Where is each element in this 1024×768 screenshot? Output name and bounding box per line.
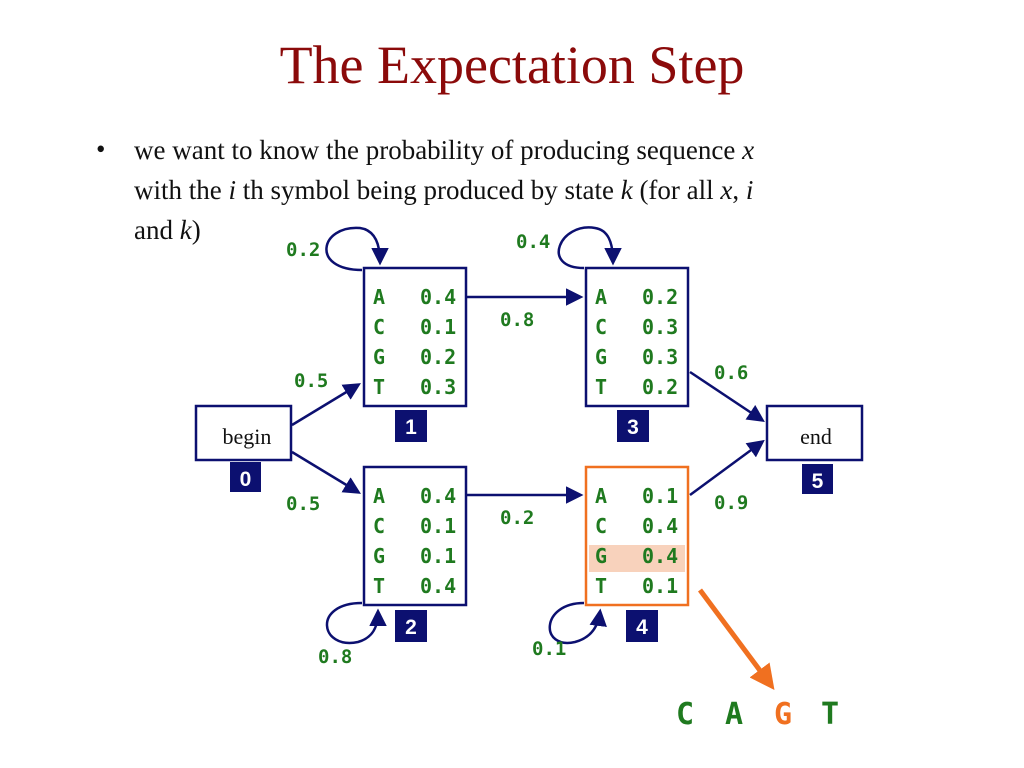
label-begin-to-1: 0.5: [294, 370, 328, 392]
state-4-prob: 0.4: [642, 514, 678, 538]
label-1-to-3: 0.8: [500, 309, 534, 331]
var-k: k: [620, 175, 633, 205]
state-1-number-badge: [395, 410, 427, 442]
state-3-prob: 0.3: [642, 315, 678, 339]
var-i: i: [228, 175, 237, 205]
state-3-symbol: T: [595, 375, 607, 399]
state-4-number: 4: [636, 616, 648, 639]
state-4-symbol: C: [595, 514, 607, 538]
state-3-symbol: G: [595, 345, 607, 369]
self-loop-3: [557, 226, 622, 270]
begin-number: 0: [240, 468, 252, 491]
bullet-text-part: th symbol being produced by state: [236, 175, 621, 205]
state-2-prob: 0.1: [420, 544, 456, 568]
state-2-number-badge: [395, 610, 427, 642]
state-4-number-badge: [626, 610, 658, 642]
end-number: 5: [812, 470, 824, 493]
state-3-number-badge: [617, 410, 649, 442]
label-4-to-end: 0.9: [714, 492, 748, 514]
state-2-box: [362, 465, 468, 607]
bullet-text-part: we want to know the probability of produ…: [134, 135, 743, 165]
state-3-prob: 0.2: [642, 285, 678, 309]
begin-number-badge: [230, 462, 261, 492]
state-3-symbol: A: [595, 285, 607, 309]
arrow-begin-to-1: [291, 383, 361, 427]
end-label: end: [800, 424, 832, 449]
bullet-text: we want to know the probability of produ…: [134, 130, 934, 250]
state-1-prob: 0.2: [420, 345, 456, 369]
state-2-symbol: A: [373, 484, 385, 508]
bullet-dot: •: [96, 134, 106, 164]
self-loop-2: [325, 601, 387, 645]
state-4-symbol: A: [595, 484, 607, 508]
state-2-symbol: G: [373, 544, 385, 568]
self-loop-4: [548, 601, 607, 645]
var-i: i: [745, 175, 754, 205]
state-4-symbol: T: [595, 574, 607, 598]
state-2-prob: 0.1: [420, 514, 456, 538]
slide-title: The Expectation Step: [279, 35, 745, 95]
label-loop-2: 0.8: [318, 646, 352, 668]
var-x: x: [742, 135, 755, 165]
sequence-a: A: [725, 697, 743, 732]
self-loop-1: [325, 226, 389, 272]
state-4-symbol: G: [595, 544, 607, 568]
state-1-number: 1: [405, 416, 417, 439]
begin-label: begin: [223, 424, 272, 449]
state-4-box: [584, 465, 690, 607]
state-4-prob: 0.1: [642, 484, 678, 508]
state-1-prob: 0.1: [420, 315, 456, 339]
state-1-symbol: C: [373, 315, 385, 339]
state-1-symbol: A: [373, 285, 385, 309]
var-x: x: [720, 175, 733, 205]
begin-state: [194, 404, 293, 462]
state-1-prob: 0.4: [420, 285, 456, 309]
state-1-symbol: G: [373, 345, 385, 369]
end-number-badge: [802, 464, 833, 494]
arrow-4-to-end: [689, 439, 765, 497]
state-3-prob: 0.3: [642, 345, 678, 369]
state-3-number: 3: [627, 416, 639, 439]
state-2-symbol: C: [373, 514, 385, 538]
sequence-t: T: [821, 697, 839, 732]
label-begin-to-2: 0.5: [286, 493, 320, 515]
state-4-prob: 0.1: [642, 574, 678, 598]
state-4-prob: 0.4: [642, 544, 678, 568]
state-2-prob: 0.4: [420, 574, 456, 598]
sequence-g: G: [774, 697, 792, 732]
state-1-box: [362, 266, 468, 408]
state-1-symbol: T: [373, 375, 385, 399]
end-state: [765, 404, 864, 462]
var-k: k: [179, 215, 192, 245]
label-loop-4: 0.1: [532, 638, 566, 660]
arrow-begin-to-2: [291, 450, 361, 494]
bullet-text-part: with the: [134, 175, 229, 205]
state-4-highlight-row: [589, 545, 685, 572]
label-loop-3: 0.4: [516, 231, 550, 253]
bullet-text-part: (for all: [632, 175, 721, 205]
state-2-prob: 0.4: [420, 484, 456, 508]
state-1-prob: 0.3: [420, 375, 456, 399]
arrow-3-to-end: [689, 370, 765, 422]
bullet-text-part: and: [134, 215, 180, 245]
label-3-to-end: 0.6: [714, 362, 748, 384]
state-3-box: [584, 266, 690, 408]
state-3-prob: 0.2: [642, 375, 678, 399]
bullet-text-part: ): [191, 215, 201, 245]
bullet-text-part: ,: [732, 175, 746, 205]
emission-arrow: [697, 588, 775, 691]
state-2-number: 2: [405, 616, 417, 639]
state-3-symbol: C: [595, 315, 607, 339]
label-2-to-4: 0.2: [500, 507, 534, 529]
state-2-symbol: T: [373, 574, 385, 598]
label-loop-1: 0.2: [286, 239, 320, 261]
sequence-c: C: [676, 697, 694, 732]
